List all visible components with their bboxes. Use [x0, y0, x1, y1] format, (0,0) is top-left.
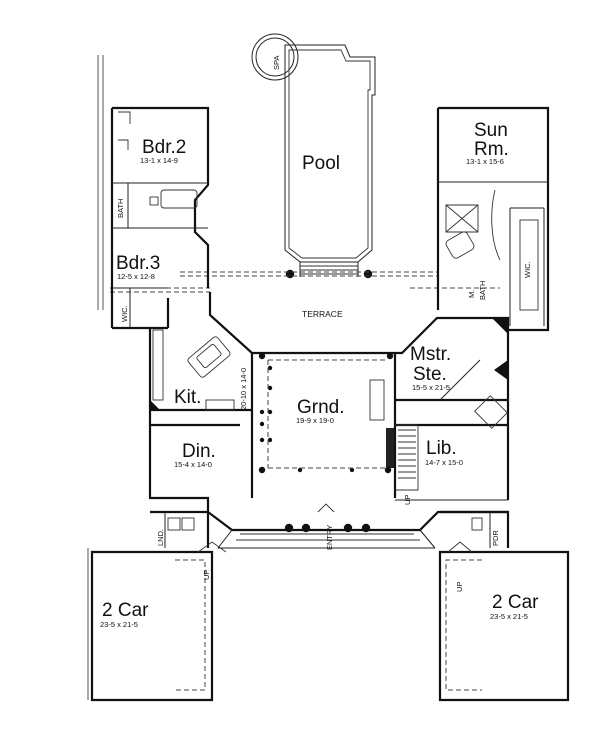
- laundry-label: LND.: [156, 529, 165, 546]
- library-size: 14-7 x 15-0: [425, 458, 463, 467]
- master-bath-label-line1: M.: [467, 290, 476, 298]
- bath-label: BATH: [116, 199, 125, 218]
- library-label: Lib.: [426, 438, 457, 459]
- right-wing-walls: [436, 106, 550, 332]
- kitchen-label: Kit.: [174, 387, 201, 408]
- kitchen-size: 20-10 x 14-0: [239, 368, 248, 410]
- column: [285, 269, 295, 279]
- spa: SPA: [251, 33, 299, 81]
- terrace-outline: [110, 271, 500, 293]
- service-rooms: [150, 510, 510, 548]
- sunroom-label-line1: Sun: [474, 120, 508, 141]
- master-suite-label-line1: Mstr.: [410, 344, 451, 365]
- bedroom3-label: Bdr.3: [116, 253, 160, 274]
- column: [363, 269, 373, 279]
- grand-size: 19-9 x 19-0: [296, 416, 334, 425]
- kitchen-fixtures: [150, 329, 235, 411]
- garage-left-size: 23-5 x 21-5: [100, 620, 138, 629]
- core-walls: [148, 292, 510, 532]
- grand-label: Grnd.: [297, 397, 345, 418]
- garage-right-stair-label: UP: [455, 582, 464, 592]
- master-suite-size: 15-5 x 21-5: [412, 383, 450, 392]
- stair-up-label: UP: [403, 495, 412, 505]
- bedroom2-label: Bdr.2: [142, 137, 186, 158]
- master-bath-label-line2: BATH: [478, 281, 487, 300]
- dining-size: 15-4 x 14-0: [174, 460, 212, 469]
- garage-left-label: 2 Car: [102, 600, 149, 621]
- wic-label: WIC.: [120, 305, 129, 322]
- terrace-label: TERRACE: [302, 309, 343, 319]
- powder-label: PDR: [491, 530, 500, 546]
- entry-porch: [217, 503, 436, 549]
- garage-right: [438, 541, 570, 702]
- garage-left: [87, 541, 227, 702]
- pool-label: Pool: [302, 153, 340, 174]
- master-suite-label-line2: Ste.: [413, 364, 447, 385]
- sunroom-size: 13-1 x 15-6: [466, 157, 504, 166]
- garage-left-stair-label: UP: [202, 570, 211, 580]
- left-wing-walls: [97, 55, 210, 330]
- garage-right-size: 23-5 x 21-5: [490, 612, 528, 621]
- master-wic-label: WIC.: [523, 261, 532, 278]
- sunroom-label-line2: Rm.: [474, 139, 509, 160]
- garage-right-label: 2 Car: [492, 592, 539, 613]
- pool: [284, 44, 376, 277]
- grand-columns: [258, 352, 394, 474]
- bedroom2-size: 13-1 x 14-9: [140, 156, 178, 165]
- bedroom3-size: 12-5 x 12-8: [117, 272, 155, 281]
- dining-label: Din.: [182, 441, 216, 462]
- svg-text:SPA: SPA: [272, 56, 281, 70]
- entry-label: ENTRY: [325, 525, 334, 550]
